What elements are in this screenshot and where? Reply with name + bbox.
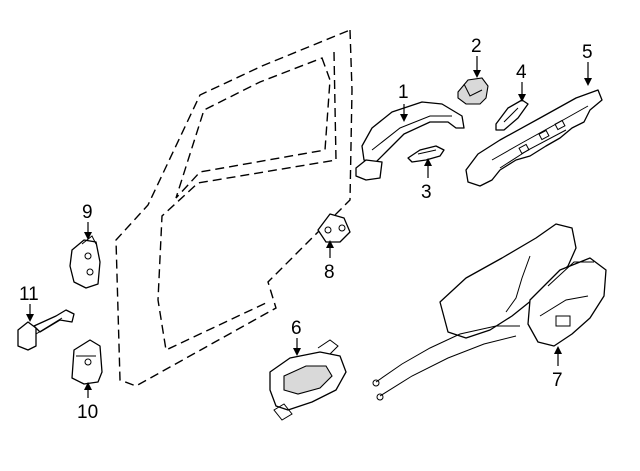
escutcheon-part-3 bbox=[407, 145, 445, 163]
callout-4: 4 bbox=[516, 62, 527, 83]
callout-10: 10 bbox=[77, 402, 98, 423]
callout-8: 8 bbox=[324, 262, 335, 283]
handle-cap-part-2 bbox=[457, 77, 489, 105]
handle-frame-part-5 bbox=[465, 89, 603, 187]
hinge-part-10 bbox=[71, 339, 103, 385]
callout-2: 2 bbox=[471, 36, 482, 57]
callout-1: 1 bbox=[398, 82, 409, 103]
striker-part-8 bbox=[317, 213, 351, 243]
callout-6: 6 bbox=[291, 318, 302, 339]
callout-7: 7 bbox=[552, 370, 563, 391]
inside-handle-part-6 bbox=[269, 339, 347, 421]
callout-11: 11 bbox=[19, 284, 39, 305]
callout-5: 5 bbox=[582, 42, 593, 63]
door-check-part-11 bbox=[17, 309, 75, 351]
callout-9: 9 bbox=[82, 202, 93, 223]
hinge-part-9 bbox=[69, 235, 101, 289]
gasket-part-4 bbox=[495, 99, 529, 131]
outside-handle-part-1 bbox=[355, 101, 465, 181]
rear-door-outline bbox=[115, 28, 353, 387]
callout-leaders bbox=[26, 56, 592, 398]
callout-3: 3 bbox=[421, 182, 432, 203]
lock-actuator-part-7 bbox=[372, 223, 607, 401]
